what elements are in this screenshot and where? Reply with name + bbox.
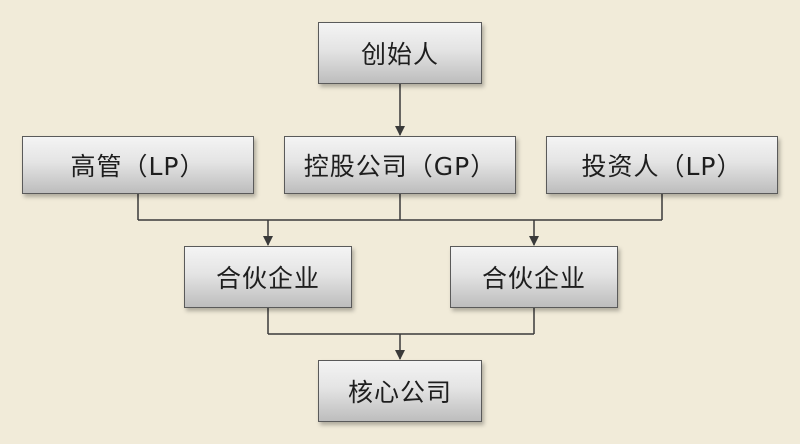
node-holding-company-gp: 控股公司（GP） <box>284 136 516 194</box>
node-partnership-1: 合伙企业 <box>184 246 352 308</box>
node-investor-lp: 投资人（LP） <box>546 136 778 194</box>
node-core-company: 核心公司 <box>318 360 482 422</box>
node-management-lp: 高管（LP） <box>22 136 254 194</box>
node-founder: 创始人 <box>318 22 482 84</box>
node-partnership-2: 合伙企业 <box>450 246 618 308</box>
